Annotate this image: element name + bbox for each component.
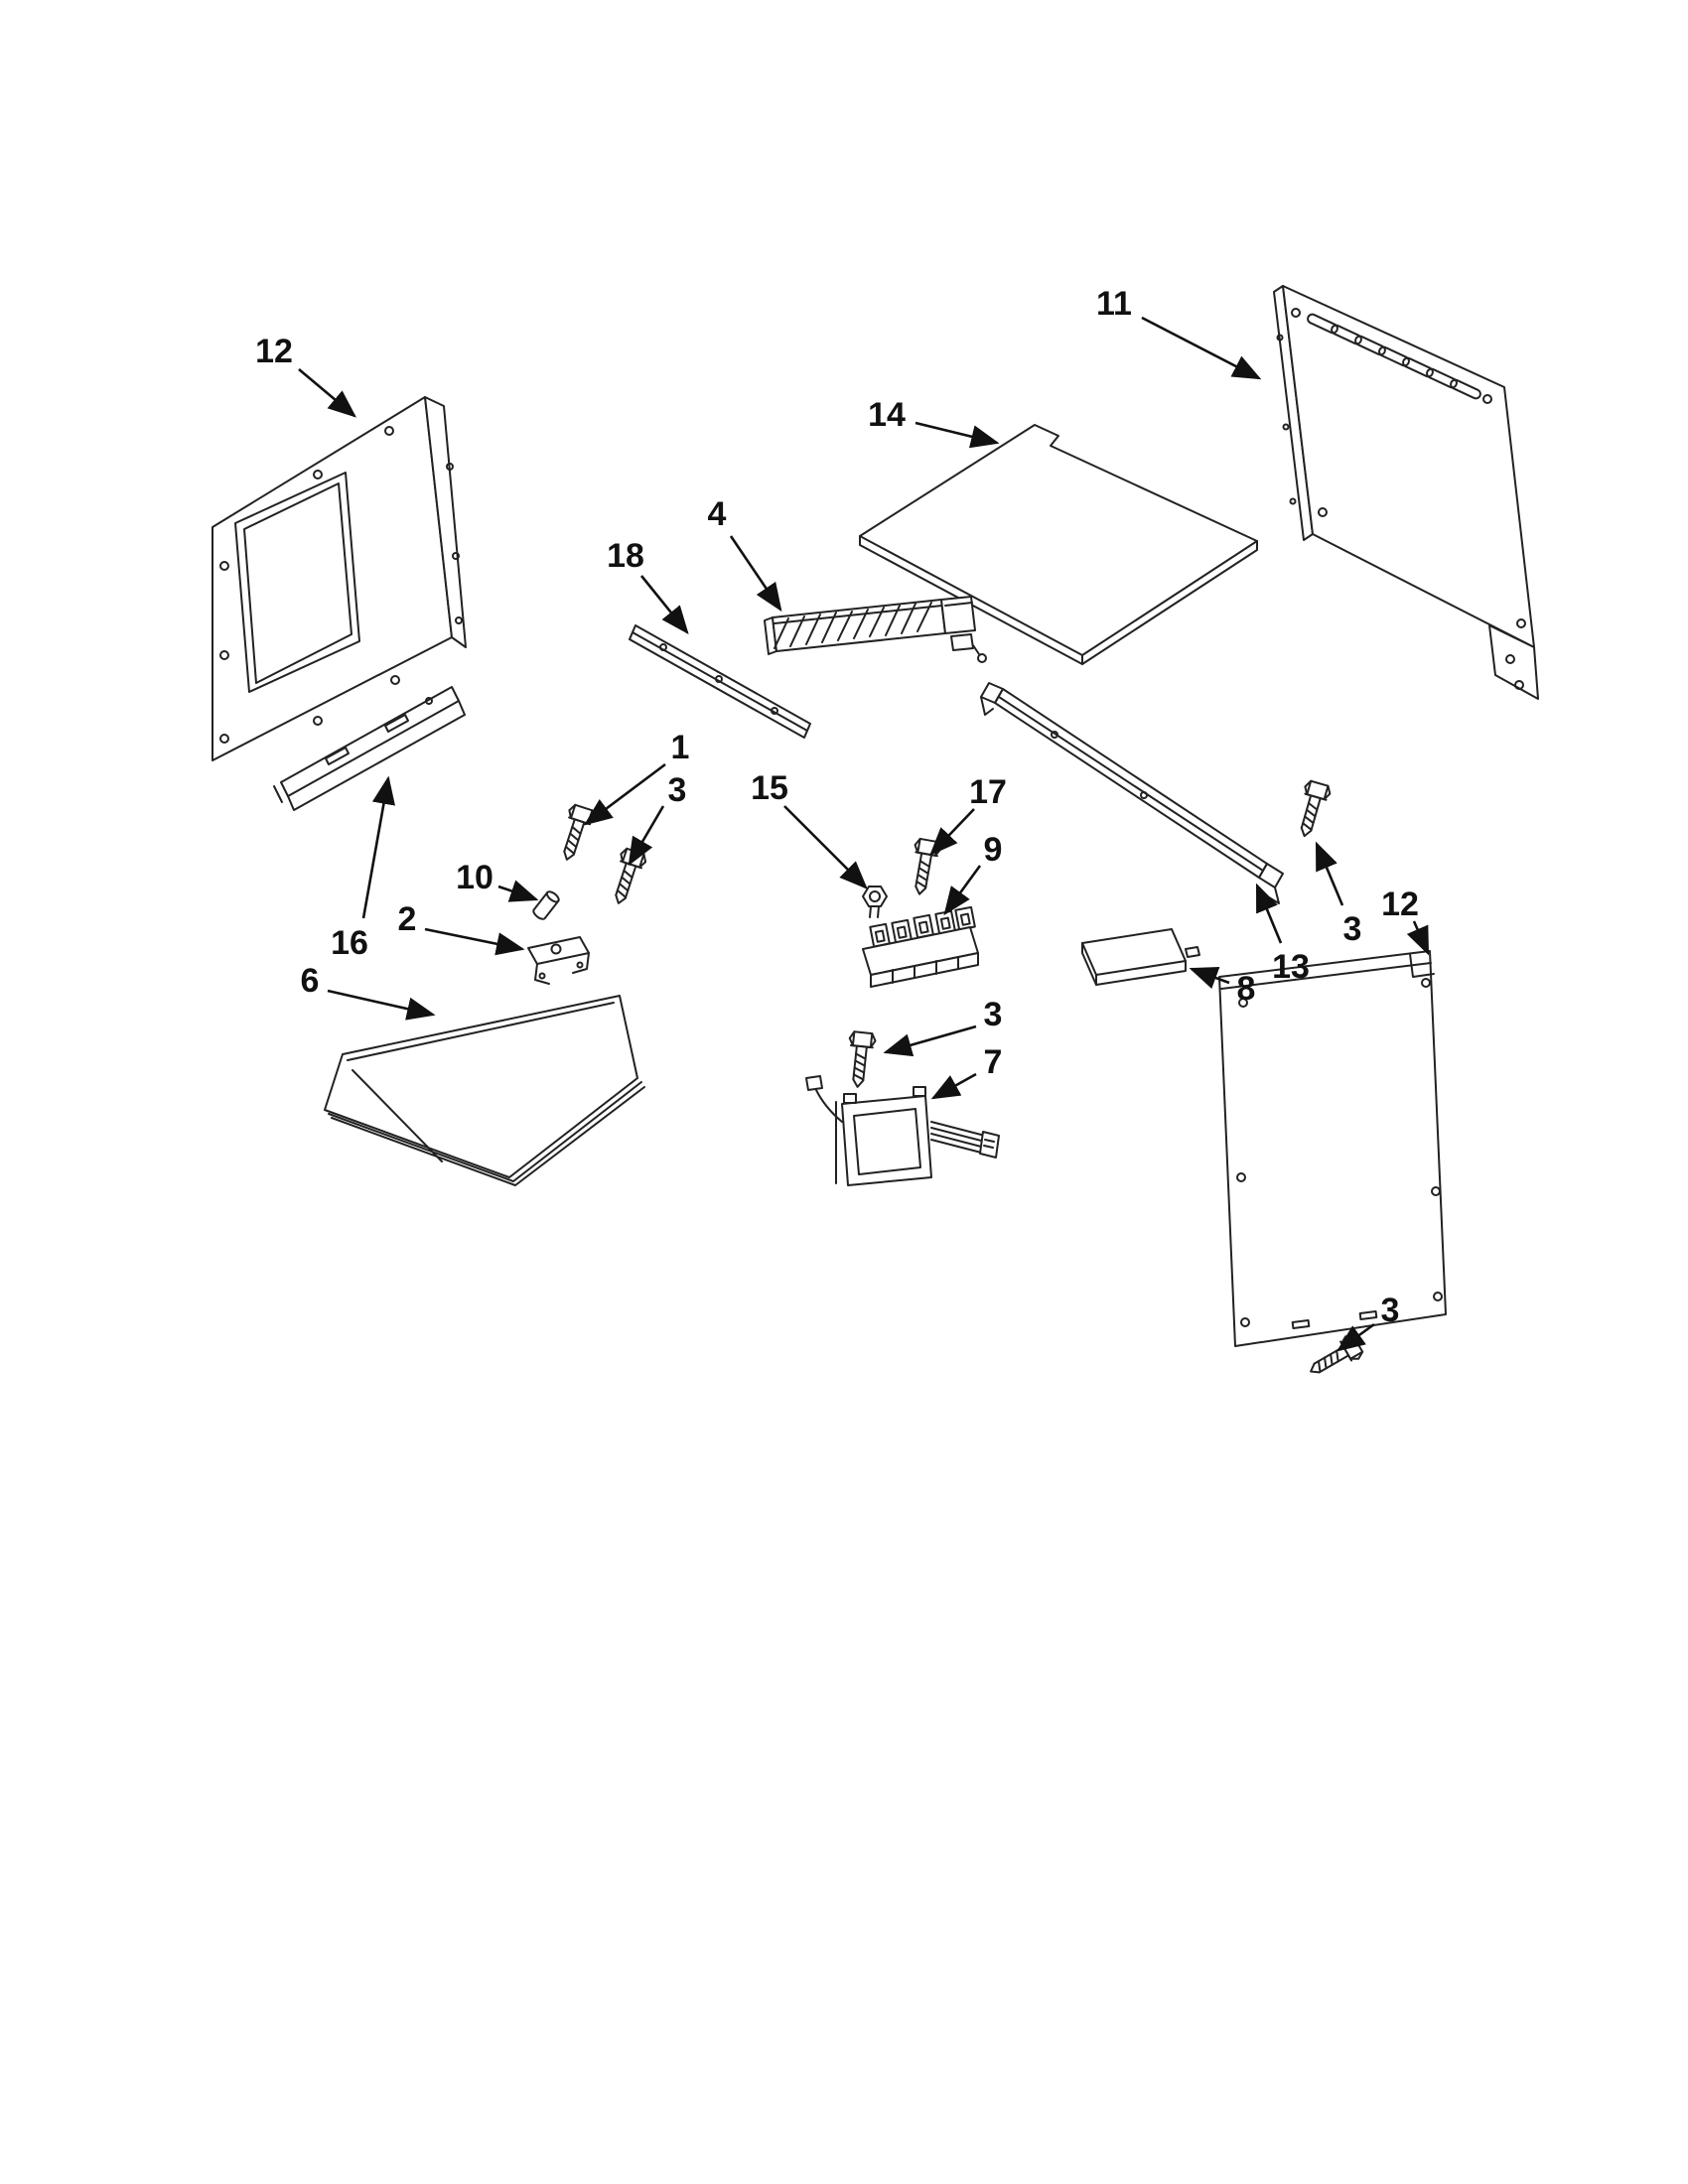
callout-arrow bbox=[883, 1024, 977, 1057]
callout-part-1-6: 1 bbox=[583, 729, 690, 826]
callout-arrow bbox=[1315, 841, 1344, 906]
part-3-screw-a bbox=[605, 846, 649, 908]
part-number-label: 8 bbox=[1237, 970, 1256, 1008]
part-2-clip-bracket bbox=[527, 936, 590, 985]
callout-part-2-9: 2 bbox=[398, 900, 525, 956]
part-number-label: 3 bbox=[984, 996, 1003, 1033]
callout-part-4-3: 4 bbox=[708, 495, 782, 613]
callout-part-3-7: 3 bbox=[628, 771, 687, 867]
callout-part-10-8: 10 bbox=[456, 859, 539, 902]
part-8-electronic-control bbox=[1081, 928, 1200, 986]
callout-part-8-16: 8 bbox=[1189, 967, 1256, 1008]
callout-arrow bbox=[424, 927, 525, 956]
callout-arrow bbox=[628, 805, 665, 867]
part-3-screw-b bbox=[843, 1029, 878, 1090]
callout-part-6-10: 6 bbox=[301, 962, 436, 1021]
callout-part-15-11: 15 bbox=[751, 769, 868, 889]
callout-arrow bbox=[783, 805, 868, 889]
part-12-left-side-panel bbox=[211, 396, 467, 761]
part-14-top-panel bbox=[859, 424, 1258, 665]
callout-arrow bbox=[930, 1072, 977, 1100]
callout-part-9-13: 9 bbox=[943, 831, 1003, 916]
part-number-label: 9 bbox=[984, 831, 1003, 869]
callout-part-14-4: 14 bbox=[868, 396, 1000, 449]
part-7-transformer bbox=[805, 1075, 1000, 1186]
part-3-screw-d bbox=[1303, 1331, 1366, 1384]
callout-arrow bbox=[639, 575, 689, 635]
part-number-label: 4 bbox=[708, 495, 727, 533]
part-9-terminal-block bbox=[862, 905, 979, 988]
callout-arrow bbox=[943, 865, 982, 916]
part-number-label: 7 bbox=[984, 1043, 1003, 1081]
callout-arrow bbox=[1336, 1322, 1375, 1352]
callout-arrow bbox=[729, 535, 782, 613]
part-4-broil-burner-assembly bbox=[764, 596, 987, 663]
part-number-label: 2 bbox=[398, 900, 417, 938]
callout-arrow bbox=[497, 880, 539, 902]
part-number-label: 18 bbox=[607, 537, 644, 575]
part-15-nut bbox=[862, 886, 888, 918]
part-number-label: 1 bbox=[671, 729, 690, 766]
callout-arrow bbox=[1141, 316, 1262, 380]
part-number-label: 16 bbox=[331, 924, 368, 962]
callout-part-11-5: 11 bbox=[1096, 285, 1262, 380]
callout-arrow bbox=[1189, 967, 1230, 989]
part-11-rear-panel bbox=[1273, 285, 1539, 700]
part-10-spacer bbox=[532, 890, 560, 920]
part-16-support-bracket bbox=[273, 686, 466, 811]
callout-part-16-1: 16 bbox=[331, 775, 395, 962]
callout-part-17-12: 17 bbox=[929, 773, 1007, 856]
part-number-label: 3 bbox=[1381, 1292, 1400, 1329]
callout-part-3-20: 3 bbox=[1336, 1292, 1400, 1352]
callout-arrow bbox=[298, 368, 356, 418]
part-3-screw-c bbox=[1291, 778, 1334, 841]
callout-part-12-0: 12 bbox=[255, 333, 356, 418]
callout-part-12-19: 12 bbox=[1381, 886, 1430, 956]
part-1-screw bbox=[553, 802, 598, 865]
part-number-label: 10 bbox=[456, 859, 493, 896]
part-number-label: 14 bbox=[868, 396, 906, 434]
callout-arrow bbox=[361, 775, 395, 919]
callout-part-7-15: 7 bbox=[930, 1043, 1003, 1100]
part-13-support-rail bbox=[980, 682, 1284, 904]
part-number-label: 3 bbox=[668, 771, 687, 809]
callout-part-18-2: 18 bbox=[607, 537, 689, 635]
callout-arrow bbox=[914, 421, 1000, 449]
part-number-label: 12 bbox=[255, 333, 293, 370]
part-number-label: 11 bbox=[1096, 285, 1132, 323]
part-number-label: 17 bbox=[969, 773, 1007, 811]
part-number-label: 12 bbox=[1381, 886, 1419, 923]
part-number-label: 15 bbox=[751, 769, 788, 807]
callout-part-13-18: 13 bbox=[1255, 883, 1310, 986]
callout-part-3-17: 3 bbox=[1315, 841, 1362, 948]
part-6-heat-shield-panel bbox=[324, 995, 645, 1186]
part-12-right-side-panel bbox=[1218, 950, 1447, 1347]
callout-arrow bbox=[1255, 883, 1283, 944]
callout-arrow bbox=[583, 762, 666, 826]
part-number-label: 6 bbox=[301, 962, 320, 1000]
part-number-label: 13 bbox=[1272, 948, 1310, 986]
callout-arrow bbox=[327, 989, 436, 1021]
part-18-mounting-rail bbox=[629, 624, 811, 739]
callout-part-3-14: 3 bbox=[883, 996, 1003, 1057]
callout-arrow bbox=[929, 808, 975, 856]
callout-arrow bbox=[1406, 920, 1430, 956]
part-number-label: 3 bbox=[1343, 910, 1362, 948]
